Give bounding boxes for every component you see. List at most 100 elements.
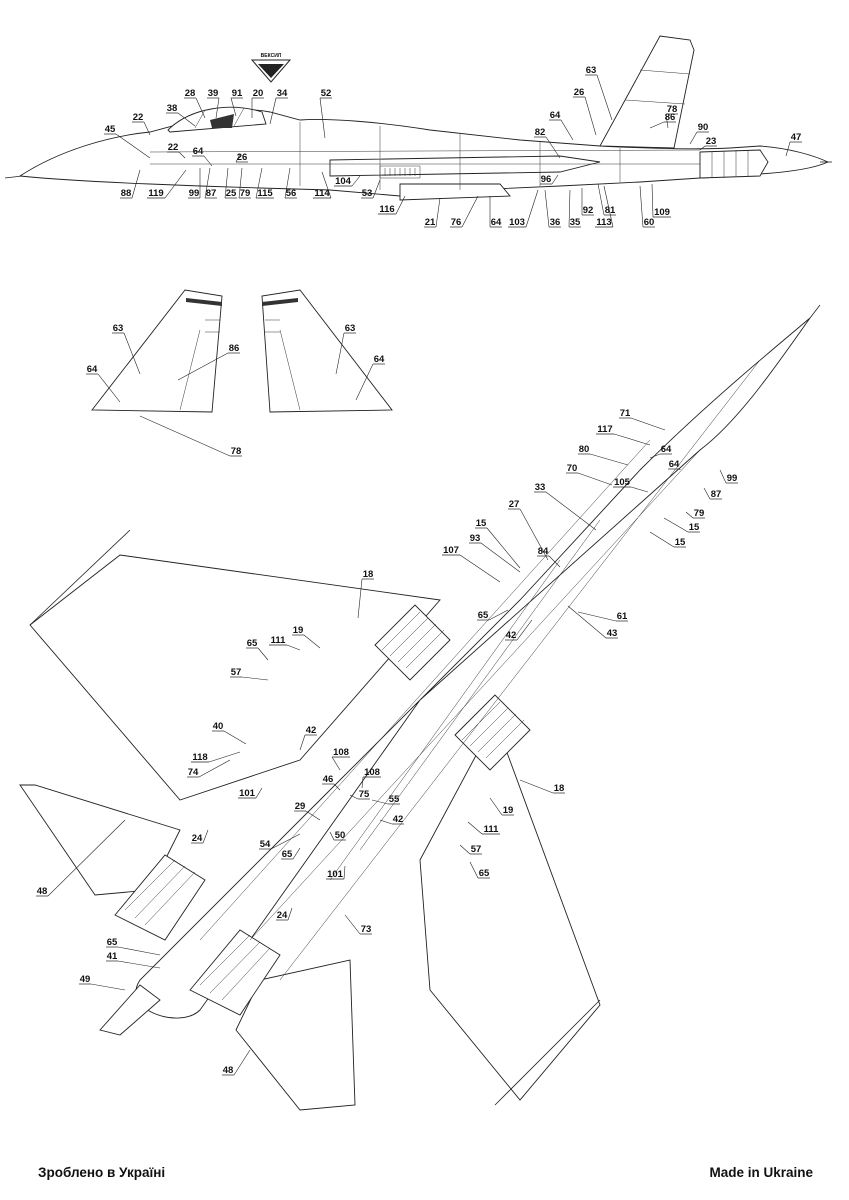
callout-wings-86: 86 [177,343,240,381]
callout-leader-line [567,605,607,639]
callout-leader-line [224,167,229,199]
callout-number: 63 [345,323,356,334]
callout-number: 42 [306,725,317,736]
callout-wings-64: 64 [86,364,121,403]
callout-number: 57 [231,667,242,678]
bottom-view [19,304,821,1111]
callout-number: 56 [286,188,297,199]
callout-bottom-79: 79 [685,508,705,519]
callout-side-87: 87 [204,167,217,199]
callout-side-81: 81 [597,183,616,216]
callout-side-76: 76 [450,195,479,228]
callout-number: 111 [484,824,500,835]
callout-bottom-42: 42 [505,619,533,641]
callout-bottom-108: 108 [361,767,381,789]
callout-number: 75 [359,789,370,800]
callout-number: 119 [148,188,163,199]
callout-bottom-15: 15 [475,518,521,569]
callout-leader-line [257,647,269,661]
callout-leader-line [703,487,711,500]
callout-bottom-42: 42 [299,725,317,751]
callout-number: 74 [188,767,199,778]
callout-leader-line [223,730,247,745]
callout-number: 115 [257,188,273,199]
callout-number: 45 [105,124,116,135]
callout-leader-line [333,783,341,791]
callout-number: 50 [335,830,346,841]
callout-leader-line [97,373,121,403]
callout-leader-line [630,417,666,431]
callout-number: 107 [443,545,459,556]
callout-number: 99 [727,473,738,484]
callout-bottom-111: 111 [269,635,301,651]
callout-leader-line [577,611,617,622]
side-view [4,35,832,201]
callout-side-28: 28 [184,88,206,119]
callout-bottom-15: 15 [663,517,700,533]
callout-number: 40 [213,721,224,732]
callout-leader-line [469,861,479,879]
callout-side-109: 109 [651,183,671,218]
callout-number: 109 [654,207,670,218]
callout-wings-64: 64 [355,354,385,401]
callout-number: 93 [470,533,481,544]
callout-side-26: 26 [235,152,248,163]
callout-number: 87 [711,489,722,500]
callout-number: 88 [121,188,132,199]
callout-side-103: 103 [508,189,539,228]
callout-leader-line [255,167,263,199]
callout-leader-line [117,960,161,969]
callout-side-119: 119 [147,169,187,199]
callout-bottom-19: 19 [489,797,514,816]
callout-number: 76 [451,217,462,228]
footer-made-in-ukraine-uk: Зроблено в Україні [38,1165,166,1180]
callout-number: 101 [327,869,344,880]
callout-number: 33 [535,482,546,493]
callout-bottom-24: 24 [276,907,293,921]
callout-leader-line [372,179,381,199]
callout-leader-line [395,195,406,215]
callout-leader-line [203,155,213,167]
callout-bottom-29: 29 [294,801,321,821]
callout-leader-line [596,74,613,121]
callout-leader-line [238,167,243,199]
callout-bottom-27: 27 [508,499,549,561]
callout-number: 22 [168,142,179,153]
callout-leader-line [486,527,521,569]
callout-bottom-80: 80 [578,444,629,466]
callout-leader-line [467,821,483,835]
callout-number: 104 [335,176,352,187]
callout-number: 28 [185,88,196,99]
callout-side-86: 86 [649,112,676,129]
callout-leader-line [195,97,206,119]
callout-leader-line [480,542,521,573]
callout-bottom-74: 74 [187,759,231,778]
callout-leader-line [613,433,651,446]
callout-bottom-57: 57 [459,844,482,855]
callout-number: 15 [689,522,700,533]
callout-number: 20 [253,88,264,99]
callout-leader-line [202,829,209,844]
callout-side-96: 96 [540,174,559,185]
emblem-label: ВЕКСИЛ [261,53,282,59]
callout-leader-line [344,914,361,935]
callout-bottom-65: 65 [477,609,509,621]
callout-side-92: 92 [581,188,594,216]
callout-leader-line [603,185,614,228]
callout-leader-line [699,145,706,151]
callout-number: 19 [293,625,304,636]
callout-side-91: 91 [230,88,243,117]
callout-leader-line [255,787,263,799]
callout-leader-line [545,491,597,531]
callout-leader-line [488,609,509,621]
callout-leader-line [548,555,561,568]
callout-leader-line [560,119,574,141]
callout-number: 118 [192,752,207,763]
callout-number: 114 [314,188,330,199]
callout-side-115: 115 [255,167,274,199]
callout-bottom-61: 61 [577,611,628,622]
callout-leader-line [685,511,694,519]
callout-side-53: 53 [361,179,381,199]
callout-bottom-57: 57 [230,667,269,681]
